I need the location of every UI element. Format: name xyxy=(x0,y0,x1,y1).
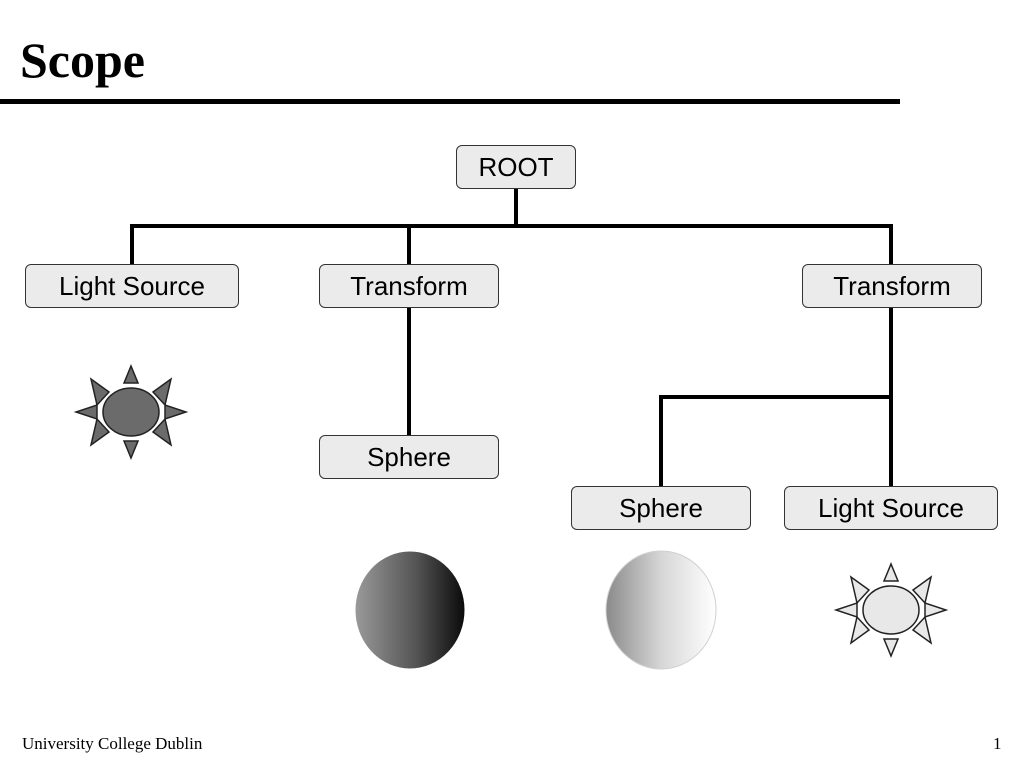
page-number: 1 xyxy=(993,734,1002,753)
node-light-source-left[interactable]: Light Source xyxy=(25,264,239,308)
shaded-sphere-icon xyxy=(605,550,717,670)
title-divider xyxy=(0,99,900,104)
connector-lines xyxy=(130,186,893,489)
sun-icon xyxy=(833,562,949,658)
node-light-source-right[interactable]: Light Source xyxy=(784,486,998,530)
node-transform-left[interactable]: Transform xyxy=(319,264,499,308)
shaded-sphere-icon xyxy=(354,550,466,670)
node-root[interactable]: ROOT xyxy=(456,145,576,189)
node-sphere-left[interactable]: Sphere xyxy=(319,435,499,479)
sun-icon xyxy=(73,364,189,460)
node-transform-right[interactable]: Transform xyxy=(802,264,982,308)
node-sphere-right[interactable]: Sphere xyxy=(571,486,751,530)
slide-title: Scope xyxy=(20,32,145,88)
footer-institution: University College Dublin xyxy=(22,734,203,753)
